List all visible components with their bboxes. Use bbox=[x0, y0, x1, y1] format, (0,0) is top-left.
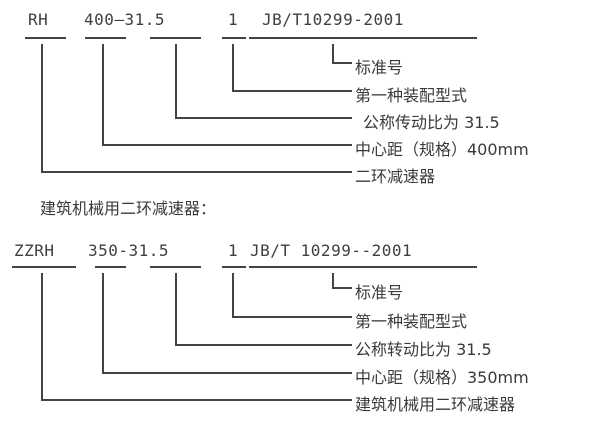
code-token-standard-number: JB/T10299-2001 bbox=[262, 10, 404, 29]
code-token-series-rh: RH bbox=[28, 10, 49, 29]
code-token-size-ratio: 350-31.5 bbox=[88, 241, 170, 260]
label-product-name: 二环减速器 bbox=[355, 167, 436, 186]
label-center-distance: 中心距（规格）350mm bbox=[355, 368, 529, 387]
leader-standard-no bbox=[331, 273, 352, 290]
code-token-assembly-type: 1 bbox=[228, 241, 239, 260]
top-leaders bbox=[40, 44, 352, 174]
code-token-assembly-type: 1 bbox=[228, 10, 239, 29]
leader-center-distance bbox=[101, 273, 352, 375]
label-standard-number: 标准号 bbox=[355, 283, 404, 302]
code-token-series-zzrh: ZZRH bbox=[14, 241, 55, 260]
leader-ratio bbox=[174, 273, 352, 347]
label-center-distance: 中心距（规格）400mm bbox=[355, 140, 529, 159]
leader-assembly-type bbox=[231, 44, 352, 93]
leader-center-distance bbox=[101, 44, 352, 147]
leader-product-name bbox=[40, 273, 352, 402]
leader-assembly-type bbox=[231, 273, 352, 319]
bottom-leaders bbox=[40, 273, 352, 402]
section-heading: 建筑机械用二环减速器： bbox=[40, 199, 217, 218]
label-product-name: 建筑机械用二环减速器 bbox=[355, 395, 516, 414]
leader-standard-no bbox=[331, 44, 352, 65]
label-assembly-type: 第一种装配型式 bbox=[355, 86, 468, 105]
leader-product-name bbox=[40, 44, 352, 174]
label-standard-number: 标准号 bbox=[355, 58, 404, 77]
leader-ratio bbox=[174, 44, 352, 120]
code-token-standard-number: JB/T 10299--2001 bbox=[250, 241, 413, 260]
label-assembly-type: 第一种装配型式 bbox=[355, 312, 468, 331]
label-nominal-ratio: 公称转动比为 31.5 bbox=[355, 340, 492, 359]
code-token-size-ratio: 400—31.5 bbox=[84, 10, 166, 29]
label-nominal-ratio: 公称传动比为 31.5 bbox=[363, 113, 500, 132]
